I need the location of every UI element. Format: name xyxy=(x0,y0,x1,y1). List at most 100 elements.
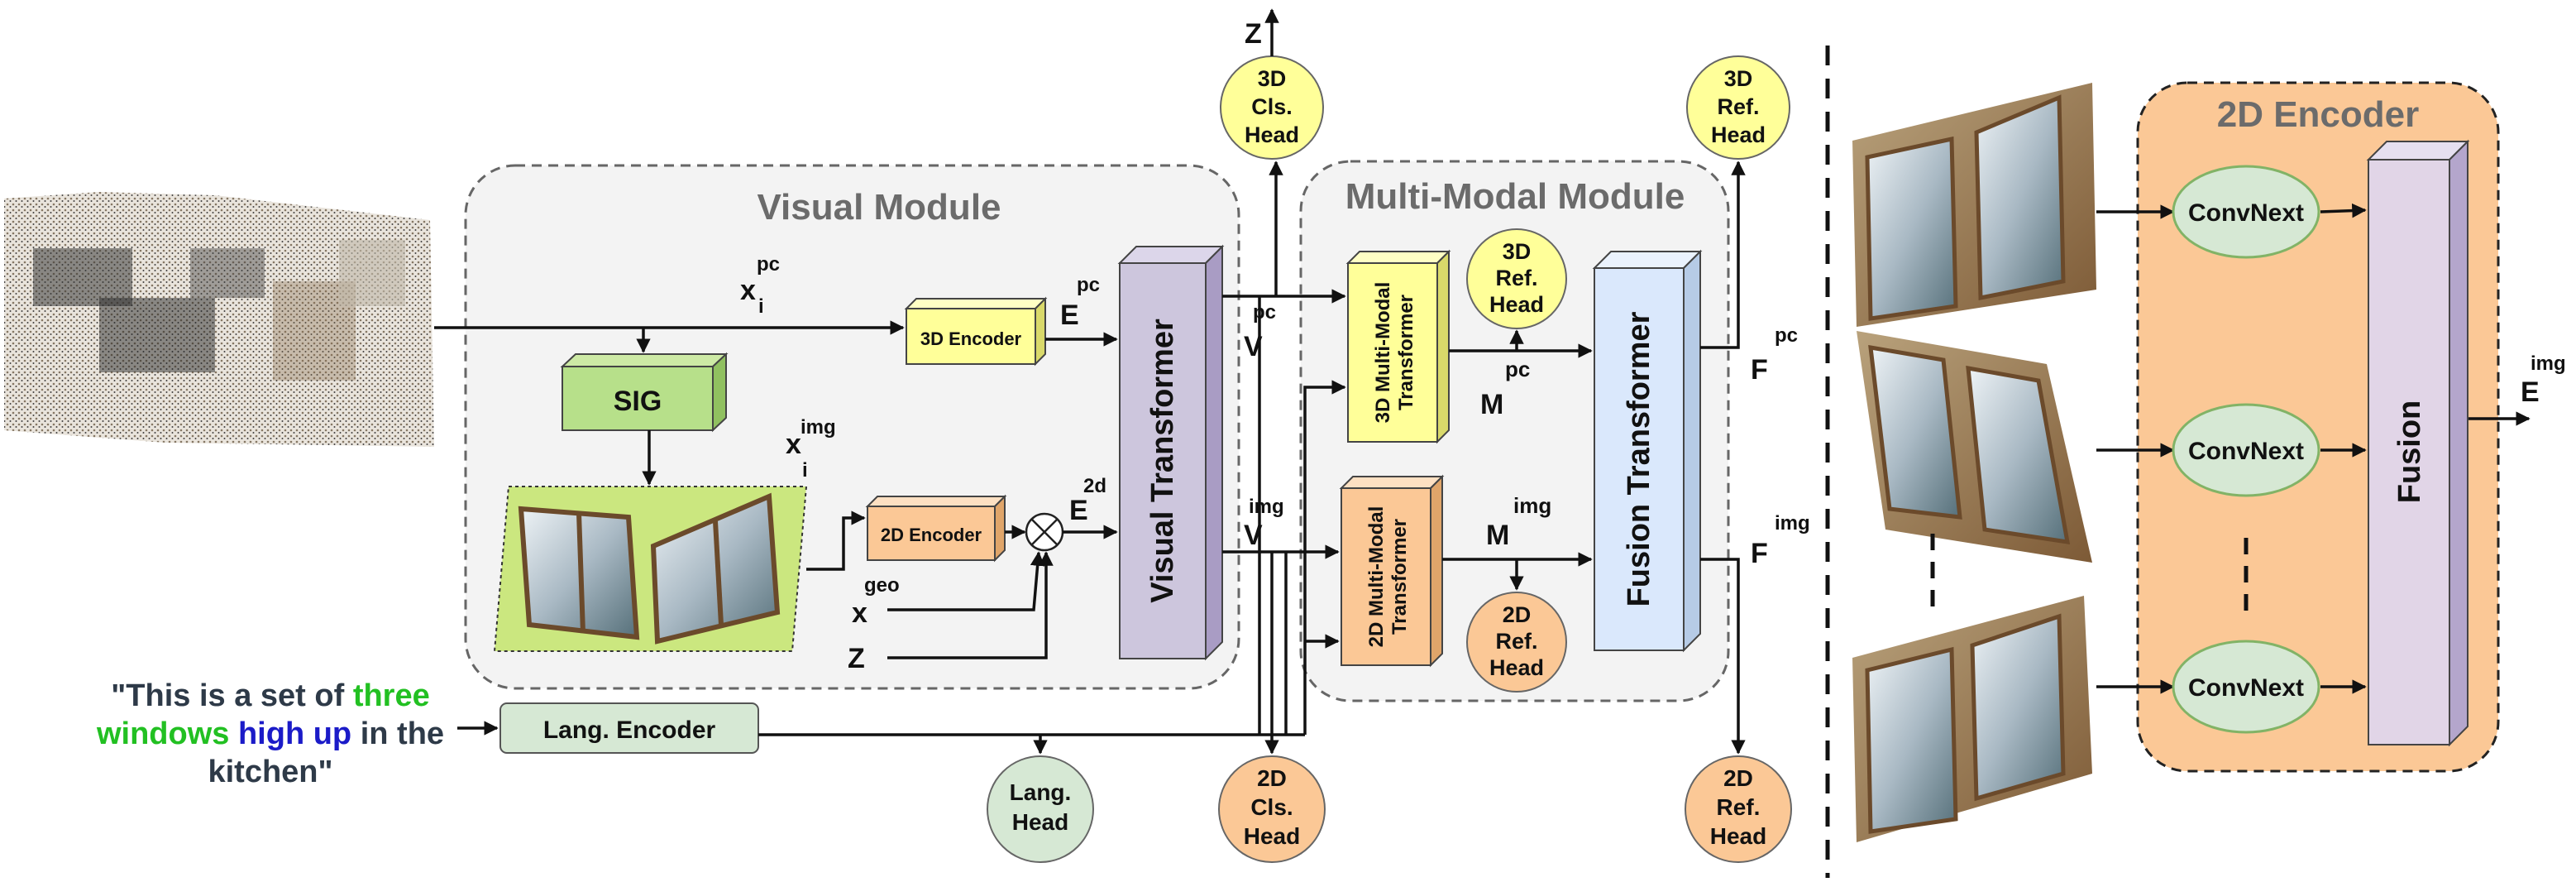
e-2d-label: E 2d xyxy=(1069,475,1106,526)
ref3d-inner-head-line2: Ref. xyxy=(1495,266,1537,290)
cls3d-head-line2: Cls. xyxy=(1251,94,1293,119)
x-geo-label: x geo xyxy=(852,574,900,629)
e-2d-main: E xyxy=(1069,495,1088,526)
ref3d-inner-head-line1: 3D xyxy=(1503,239,1532,264)
v-pc-main: V xyxy=(1244,331,1263,362)
ref3d-inner-head-line3: Head xyxy=(1489,292,1544,317)
ref3d-top-head: 3D Ref. Head xyxy=(1686,55,1790,160)
cls3d-head: 3D Cls. Head xyxy=(1220,55,1324,160)
lang-encoder-label: Lang. Encoder xyxy=(543,717,716,744)
query-part2: windows xyxy=(96,717,230,751)
cls2d-head: 2D Cls. Head xyxy=(1218,755,1326,863)
x-img-label: x i img xyxy=(786,416,836,482)
fusion-block: Fusion xyxy=(2366,139,2470,747)
f-img-main: F xyxy=(1751,538,1768,569)
query-highlight-high-up: high up xyxy=(237,717,352,751)
x-geo-sup: geo xyxy=(864,574,900,597)
ref3d-inner-head: 3D Ref. Head xyxy=(1466,228,1567,329)
lang-encoder-block: Lang. Encoder xyxy=(499,702,759,754)
lang-head-line2: Head xyxy=(1012,809,1068,835)
connectors xyxy=(434,8,2531,755)
v-img-sup: img xyxy=(1249,496,1284,518)
f-img-sup: img xyxy=(1775,512,1810,534)
ref2d-inner-head-line1: 2D xyxy=(1503,602,1532,627)
fusion-transformer-label: Fusion Transformer xyxy=(1622,311,1656,606)
f-pc-label: F pc xyxy=(1751,324,1798,386)
m-pc-sup: pc xyxy=(1505,357,1530,381)
v-img-main: V xyxy=(1244,520,1263,551)
cls2d-head-line3: Head xyxy=(1244,823,1300,849)
v-img-label: V img xyxy=(1244,496,1284,551)
visual-transformer-block: Visual Transformer xyxy=(1117,244,1225,661)
mm2d-transformer-block: 2D Multi-Modal Transformer xyxy=(1339,474,1445,668)
e-pc-main: E xyxy=(1060,300,1079,331)
f-pc-main: F xyxy=(1751,354,1768,386)
convnext-1: ConvNext xyxy=(2172,165,2320,259)
encoder-2d-label: 2D Encoder xyxy=(881,525,982,545)
visual-module-title: Visual Module xyxy=(757,187,1001,228)
sig-label: SIG xyxy=(614,386,662,417)
cls2d-head-line2: Cls. xyxy=(1250,794,1293,820)
language-query: "This is a set of three windows high up … xyxy=(93,677,448,791)
f-pc-sup: pc xyxy=(1775,324,1798,347)
lang-head-line1: Lang. xyxy=(1010,779,1072,805)
convnext-3: ConvNext xyxy=(2172,640,2320,734)
e-pc-sup: pc xyxy=(1077,274,1100,296)
e-img-main: E xyxy=(2521,376,2540,408)
z-bottom-label: Z xyxy=(848,643,865,674)
cls2d-head-line1: 2D xyxy=(1257,765,1287,791)
ref2d-bottom-head-line3: Head xyxy=(1710,823,1766,849)
m-img-label: M img xyxy=(1486,493,1551,551)
e-img-label: E img xyxy=(2521,352,2566,408)
view-image-1 xyxy=(1852,83,2096,327)
mm3d-label-line1: 3D Multi-Modal xyxy=(1372,282,1394,424)
ref2d-bottom-head-line2: Ref. xyxy=(1717,794,1761,820)
sig-views-image xyxy=(493,486,808,652)
x-geo-main: x xyxy=(852,597,867,629)
ref3d-top-head-line1: 3D xyxy=(1724,66,1753,91)
x-pc-main: x xyxy=(740,275,756,306)
query-part1: "This is a set of xyxy=(111,678,353,713)
cls3d-head-line3: Head xyxy=(1245,122,1299,147)
fusion-transformer-block: Fusion Transformer xyxy=(1592,249,1703,653)
mm2d-label-line1: 2D Multi-Modal xyxy=(1365,506,1388,648)
encoder-2d-block: 2D Encoder xyxy=(865,494,1007,563)
x-img-main: x xyxy=(786,429,801,460)
ref2d-bottom-head-line1: 2D xyxy=(1723,765,1753,791)
ref2d-inner-head-line3: Head xyxy=(1489,655,1544,680)
sig-block: SIG xyxy=(560,352,729,433)
view-image-3 xyxy=(1852,596,2092,842)
convnext-1-label: ConvNext xyxy=(2188,199,2304,227)
encoder-3d-block: 3D Encoder xyxy=(904,296,1048,367)
x-pc-label: x i pc xyxy=(740,253,780,318)
convnext-3-label: ConvNext xyxy=(2188,674,2304,702)
mm2d-label-line2: Transformer xyxy=(1388,519,1411,635)
multimodal-module-title: Multi-Modal Module xyxy=(1345,176,1685,217)
e-pc-label: E pc xyxy=(1060,274,1100,331)
ref2d-inner-head: 2D Ref. Head xyxy=(1466,592,1567,693)
mm3d-label-line2: Transformer xyxy=(1395,295,1417,410)
v-pc-sup: pc xyxy=(1253,301,1276,324)
encoder2d-panel-title: 2D Encoder xyxy=(2217,94,2420,135)
encoder-3d-label: 3D Encoder xyxy=(920,328,1022,349)
mm3d-transformer-block: 3D Multi-Modal Transformer xyxy=(1345,249,1451,444)
query-part3: in the kitchen" xyxy=(208,717,445,789)
ref2d-bottom-head: 2D Ref. Head xyxy=(1685,755,1792,863)
lang-head: Lang. Head xyxy=(987,755,1094,863)
view-image-2 xyxy=(1857,331,2092,563)
z-top-label: Z xyxy=(1245,18,1262,50)
e-2d-sup: 2d xyxy=(1083,475,1106,497)
e-img-sup: img xyxy=(2531,352,2566,375)
v-pc-label: V pc xyxy=(1244,301,1276,362)
m-pc-main: M xyxy=(1480,389,1503,420)
x-img-sub: i xyxy=(802,459,808,482)
point-cloud-image xyxy=(4,192,434,447)
x-pc-sup: pc xyxy=(757,253,780,276)
multiply-node xyxy=(1025,512,1064,552)
convnext-2-label: ConvNext xyxy=(2188,438,2304,465)
visual-transformer-label: Visual Transformer xyxy=(1145,319,1180,603)
fusion-label: Fusion xyxy=(2392,400,2427,504)
f-img-label: F img xyxy=(1751,512,1810,569)
